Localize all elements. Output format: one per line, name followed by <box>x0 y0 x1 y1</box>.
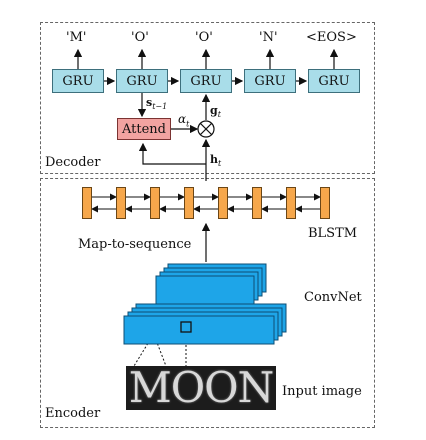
gru-cell-3: GRU <box>180 69 232 93</box>
gru-cell-2: GRU <box>116 69 168 93</box>
output-token-2: 'O' <box>131 30 149 45</box>
gru-cell-5: GRU <box>308 69 360 93</box>
blstm-cell-6 <box>252 187 262 219</box>
blstm-cell-8 <box>320 187 330 219</box>
output-token-5: <EOS> <box>306 30 357 45</box>
map-to-sequence-label: Map-to-sequence <box>78 237 192 252</box>
blstm-label: BLSTM <box>308 226 358 241</box>
output-token-3: 'O' <box>195 30 213 45</box>
encoder-label: Encoder <box>45 406 101 421</box>
decoder-label: Decoder <box>45 155 101 170</box>
alpha-label: αt <box>178 112 190 129</box>
hidden-state-label: ht <box>210 153 222 169</box>
encoder-section <box>40 178 375 428</box>
s-prev-state-label: st−1 <box>146 96 168 112</box>
blstm-cell-5 <box>218 187 228 219</box>
blstm-cell-4 <box>184 187 194 219</box>
glimpse-label: gt <box>210 104 221 120</box>
input-word-image: MOON <box>126 366 276 410</box>
decoder-section <box>40 22 375 174</box>
convnet-upper-stack <box>155 263 267 305</box>
gru-cell-1: GRU <box>52 69 104 93</box>
input-word-text: MOON <box>128 366 275 410</box>
blstm-cell-7 <box>286 187 296 219</box>
blstm-cell-3 <box>150 187 160 219</box>
convnet-label: ConvNet <box>304 290 362 305</box>
gru-cell-4: GRU <box>244 69 296 93</box>
output-token-1: 'M' <box>66 30 87 45</box>
output-token-4: 'N' <box>259 30 278 45</box>
convnet-lower-stack <box>123 303 287 345</box>
input-image-label: Input image <box>282 384 362 399</box>
blstm-cell-2 <box>116 187 126 219</box>
attend-block: Attend <box>117 118 171 140</box>
blstm-cell-1 <box>82 187 92 219</box>
